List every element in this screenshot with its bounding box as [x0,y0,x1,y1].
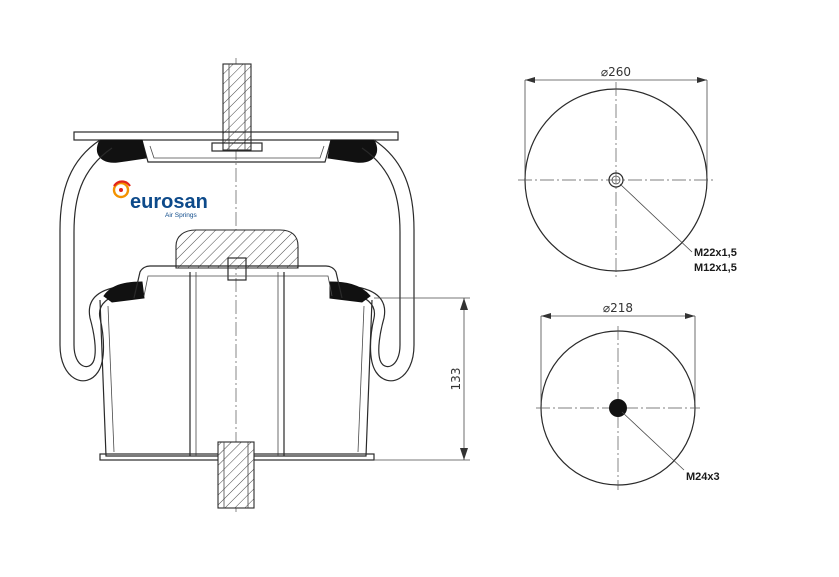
bump-stop [175,229,299,269]
top-view: ⌀260 M22x1,5 M12x1,5 [518,65,737,278]
bellow-left-outer [59,139,129,382]
bellow-left-inner [73,147,127,368]
eurosan-logo: eurosan Air Springs [112,180,208,219]
top-bead-right [327,139,378,163]
top-bead-left [96,139,147,163]
side-section-view: 133 [59,58,470,515]
height-dimension-value: 133 [449,368,463,391]
bellow-right-inner [347,147,401,368]
bottom-diameter-value: ⌀218 [603,301,633,315]
bottom-view: ⌀218 M24x3 [536,301,720,490]
top-thread-leader [619,183,693,253]
top-stud [222,63,252,151]
brand-tagline: Air Springs [165,212,198,219]
top-plate [73,131,399,141]
top-thread-hole [608,172,624,188]
bottom-thread-leader [621,411,685,471]
top-thread-label-2: M12x1,5 [694,262,737,274]
brand-name: eurosan [130,191,208,213]
lower-bead-right [329,281,371,303]
bottom-stud [217,441,255,509]
logo-swoosh-icon [112,180,131,199]
top-inner-cup [141,139,332,163]
piston-top [133,265,343,299]
top-diameter-value: ⌀260 [601,65,631,79]
top-thread-label-1: M22x1,5 [694,247,737,259]
bellow-right-outer [345,139,415,382]
bottom-thread-label: M24x3 [686,471,720,483]
lower-bead-left [103,281,145,303]
